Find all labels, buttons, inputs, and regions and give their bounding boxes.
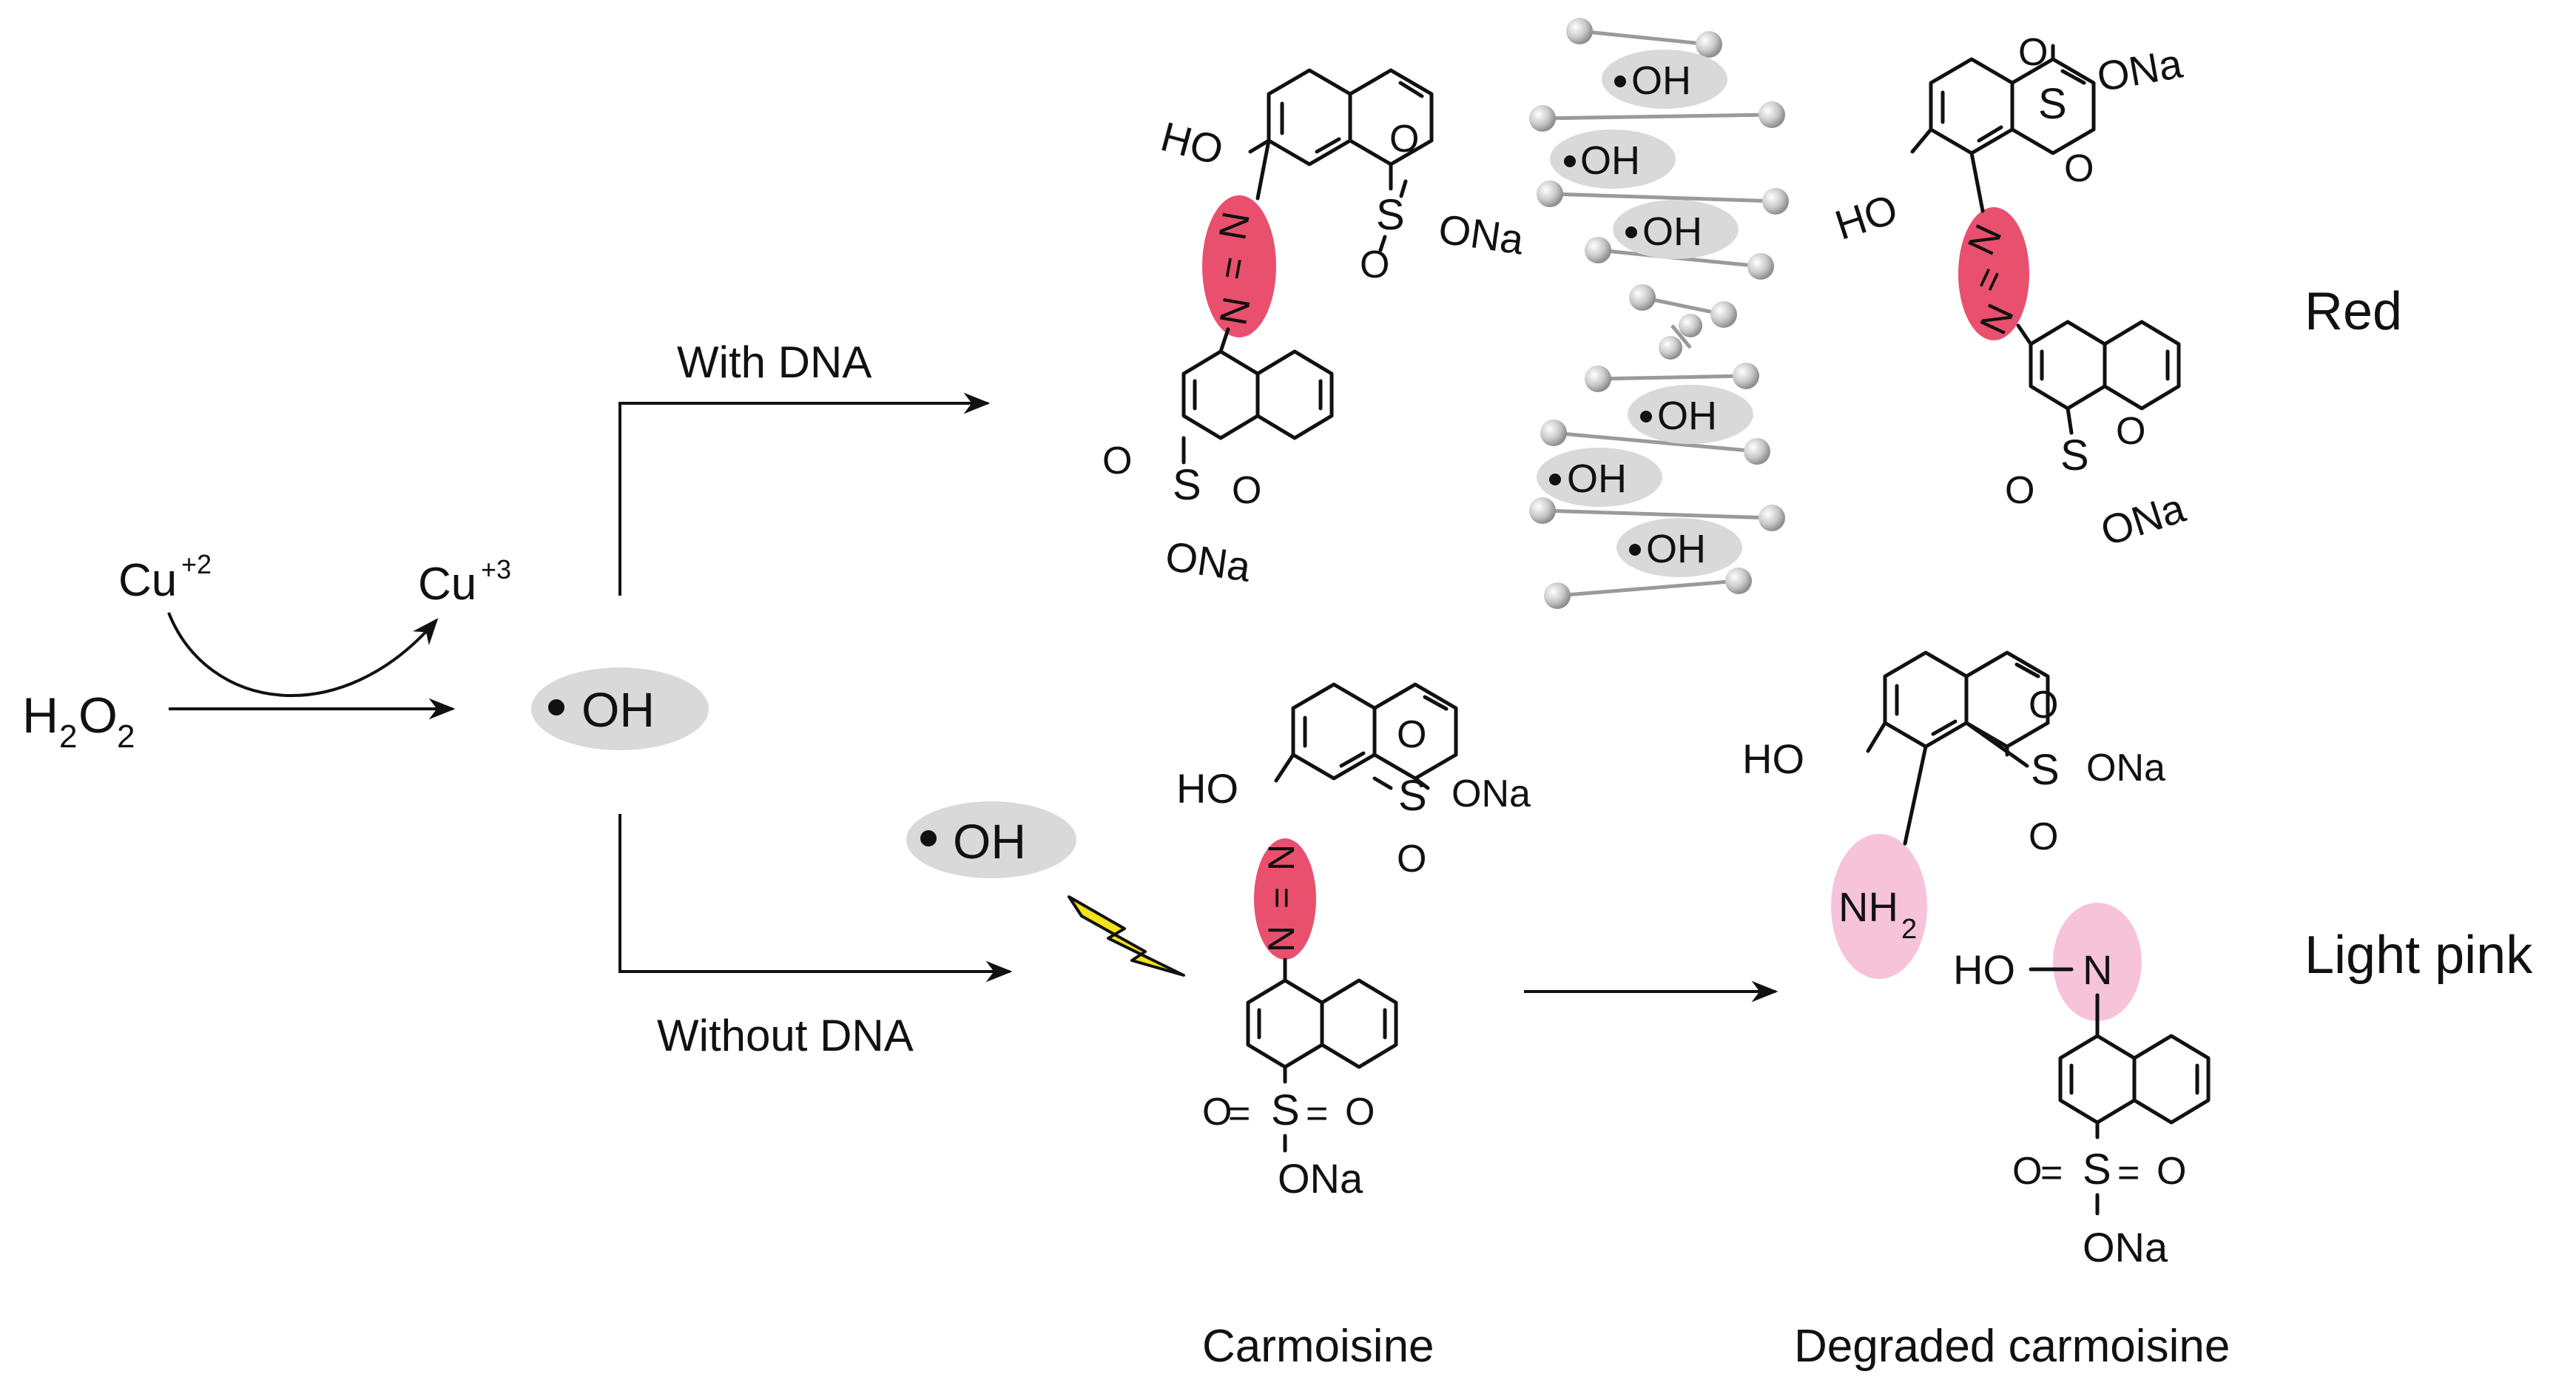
- svg-text:ONa: ONa: [1163, 532, 1255, 590]
- svg-text:N: N: [2083, 946, 2112, 993]
- carmoisine-label: Carmoisine: [1202, 1321, 1434, 1372]
- svg-text:S: S: [1173, 461, 1201, 509]
- svg-text:O: O: [2064, 147, 2094, 190]
- svg-text:ONa: ONa: [2095, 484, 2191, 555]
- svg-text:O: O: [2012, 1150, 2042, 1193]
- svg-text:=: =: [1261, 887, 1302, 909]
- cu2-label: Cu +2: [118, 549, 212, 606]
- svg-text:=: =: [1306, 1092, 1328, 1135]
- svg-text:S: S: [2083, 1145, 2111, 1194]
- carmoisine-molecule: HO S O O ONa N = N S O O = = ONa: [1176, 682, 1531, 1202]
- copper-oxidation-arrow: [167, 612, 439, 697]
- svg-text:NH: NH: [1838, 883, 1898, 930]
- svg-text:S: S: [2031, 746, 2060, 794]
- lightning-bolt-icon: [1068, 895, 1185, 977]
- dna-radical-3: OH: [1613, 200, 1739, 259]
- svg-text:H: H: [22, 687, 58, 744]
- svg-text:+3: +3: [481, 554, 511, 585]
- dna-radical-5: OH: [1537, 448, 1662, 507]
- svg-text:2: 2: [117, 718, 135, 755]
- svg-text:O: O: [2116, 410, 2145, 453]
- svg-text:S: S: [2038, 80, 2067, 128]
- svg-text:ONa: ONa: [1451, 772, 1531, 815]
- svg-text:OH: OH: [1631, 58, 1691, 103]
- carmoisine-molecule-bound-right: HO S O O ONa N = N S O O ONa: [1830, 31, 2191, 555]
- svg-text:2: 2: [1901, 914, 1917, 945]
- svg-text:S: S: [1376, 191, 1405, 239]
- svg-text:OH: OH: [1580, 138, 1640, 183]
- svg-text:ONa: ONa: [2083, 1224, 2168, 1270]
- with-dna-label: With DNA: [677, 337, 871, 387]
- svg-text:OH: OH: [1567, 457, 1627, 501]
- svg-text:HO: HO: [1156, 112, 1228, 174]
- degraded-fragment-amine: HO S O O ONa NH 2: [1742, 650, 2165, 979]
- svg-text:Cu: Cu: [118, 555, 177, 606]
- degraded-carmoisine-label: Degraded carmoisine: [1794, 1321, 2230, 1372]
- svg-text:N: N: [1261, 926, 1302, 952]
- svg-text:ONa: ONa: [1436, 205, 1528, 263]
- svg-text:OH: OH: [1646, 527, 1706, 571]
- svg-text:O: O: [1389, 118, 1419, 161]
- svg-text:S: S: [1271, 1086, 1300, 1134]
- color-label-red: Red: [2304, 282, 2402, 341]
- degraded-fragment-hydroxylamine: HO N S O O = = ONa: [1953, 903, 2211, 1270]
- svg-text:+2: +2: [181, 549, 212, 579]
- svg-text:O: O: [2018, 31, 2048, 74]
- hydroxyl-radical-side: OH: [906, 801, 1076, 878]
- dna-double-helix: [1529, 18, 1789, 609]
- svg-text:O: O: [2029, 684, 2058, 727]
- svg-text:N: N: [1261, 844, 1302, 871]
- svg-text:S: S: [1398, 772, 1427, 820]
- svg-text:O: O: [1102, 440, 1132, 482]
- svg-text:O: O: [1232, 469, 1261, 512]
- without-dna-label: Without DNA: [657, 1011, 914, 1060]
- svg-text:S: S: [2060, 431, 2089, 479]
- svg-text:HO: HO: [1830, 185, 1903, 249]
- h2o2-label: H 2 O 2: [22, 687, 135, 755]
- dna-radical-6: OH: [1616, 518, 1742, 577]
- dna-radical-1: OH: [1602, 50, 1727, 109]
- svg-text:O: O: [1345, 1091, 1375, 1134]
- color-label-light-pink: Light pink: [2304, 926, 2533, 985]
- svg-text:O: O: [1397, 713, 1426, 756]
- dna-radical-4: OH: [1628, 385, 1753, 444]
- svg-text:=: =: [2117, 1151, 2140, 1194]
- svg-text:O: O: [78, 687, 118, 744]
- svg-text:O: O: [1360, 243, 1389, 286]
- svg-text:O: O: [2005, 469, 2034, 512]
- dna-radical-2: OH: [1550, 129, 1676, 189]
- carmoisine-molecule-bound-left: HO S O O ONa N = N S O O ONa: [1102, 68, 1528, 590]
- svg-text:ONa: ONa: [2094, 39, 2186, 100]
- with-dna-arrow: [618, 392, 991, 596]
- hydroxyl-radical-main: OH: [531, 667, 709, 750]
- svg-text:O: O: [1397, 838, 1426, 881]
- svg-text:O: O: [1202, 1091, 1232, 1134]
- svg-text:OH: OH: [581, 682, 655, 737]
- svg-text:O: O: [2157, 1150, 2186, 1193]
- svg-text:HO: HO: [1742, 735, 1804, 782]
- svg-text:OH: OH: [1657, 394, 1717, 438]
- svg-text:HO: HO: [1176, 765, 1238, 812]
- svg-text:=: =: [1228, 1092, 1250, 1135]
- without-dna-arrow: [618, 814, 1013, 983]
- svg-text:Cu: Cu: [418, 559, 476, 610]
- cu3-label: Cu +3: [418, 554, 511, 610]
- svg-text:=: =: [2040, 1151, 2063, 1194]
- svg-text:2: 2: [59, 718, 77, 755]
- svg-text:ONa: ONa: [2086, 747, 2165, 790]
- svg-text:OH: OH: [1642, 209, 1702, 254]
- svg-text:O: O: [2029, 815, 2058, 858]
- svg-text:ONa: ONa: [1278, 1155, 1363, 1202]
- svg-text:OH: OH: [953, 814, 1026, 869]
- svg-text:HO: HO: [1953, 946, 2015, 993]
